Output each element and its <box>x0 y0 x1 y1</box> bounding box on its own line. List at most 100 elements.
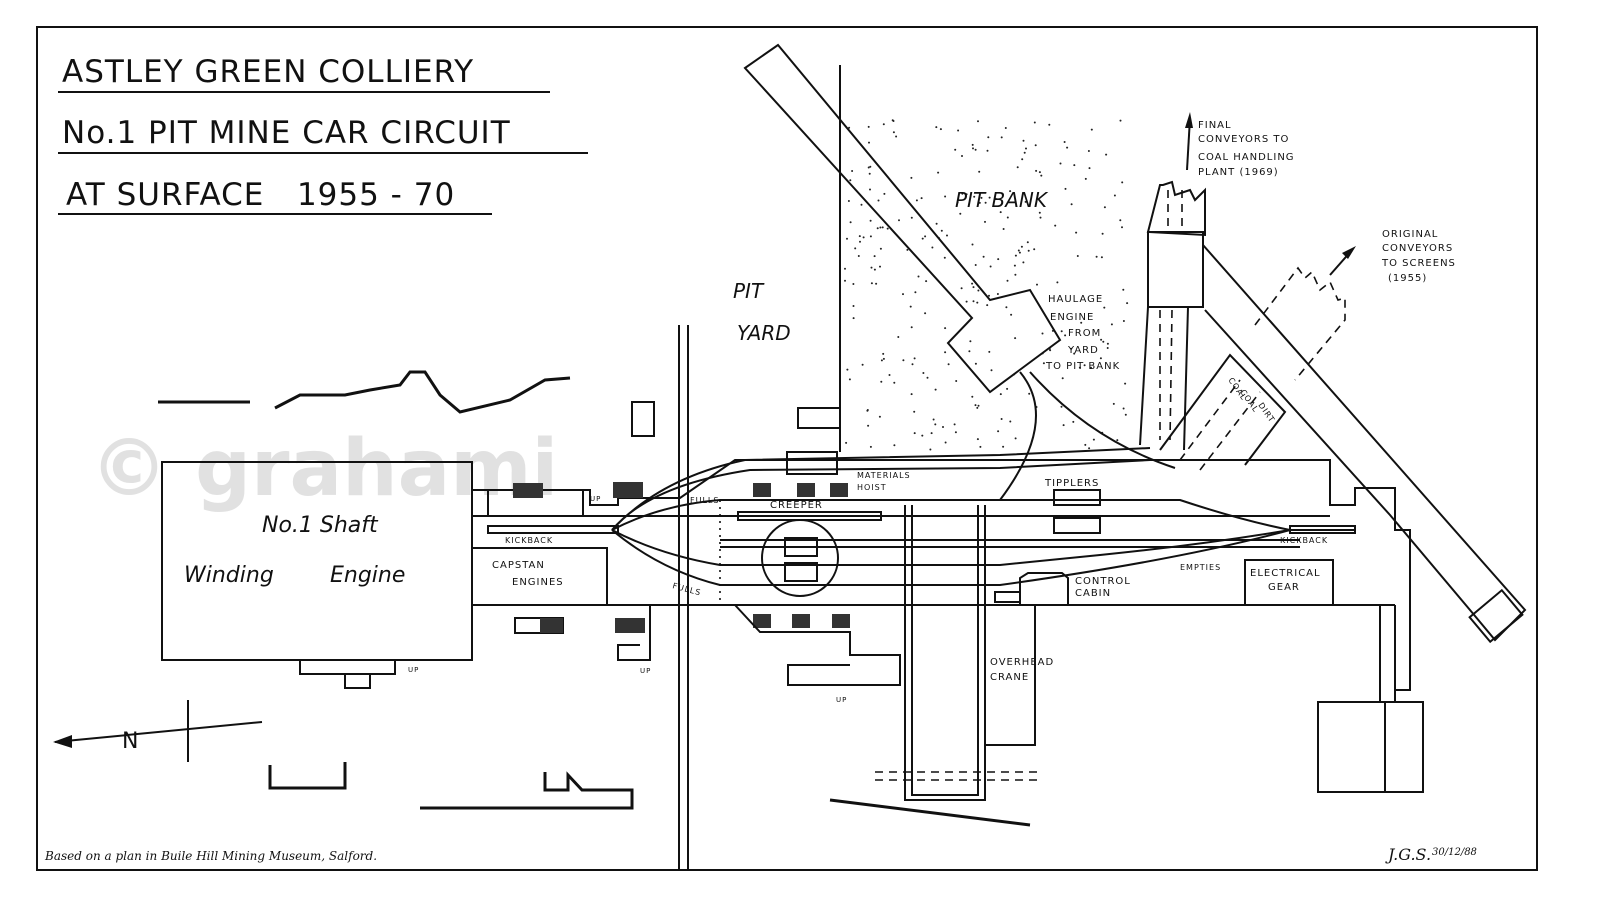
svg-text:KICKBACK: KICKBACK <box>1280 536 1328 545</box>
stipple-dot <box>930 432 933 435</box>
stipple-dot <box>1121 226 1123 229</box>
creeper <box>737 511 882 521</box>
stipple-dot <box>1073 164 1076 167</box>
stipple-dot <box>1064 334 1067 337</box>
svg-text:CABIN: CABIN <box>1075 588 1111 599</box>
stipple-dot <box>921 237 924 240</box>
stipple-dot <box>1061 377 1064 380</box>
svg-text:CRANE: CRANE <box>990 672 1029 683</box>
stipple-dot <box>1014 254 1017 257</box>
stipple-dot <box>999 211 1002 214</box>
svg-text:ELECTRICAL: ELECTRICAL <box>1250 568 1321 579</box>
stipple-dot <box>892 131 895 134</box>
stipple-dot <box>869 235 872 238</box>
stipple-dot <box>910 176 913 179</box>
stipple-dot <box>867 424 870 427</box>
stipple-dot <box>879 247 882 250</box>
stipple-dot <box>1002 445 1005 448</box>
stipple-dot <box>1014 273 1017 276</box>
stipple-dot <box>858 235 861 238</box>
stipple-dot <box>977 404 980 407</box>
stipple-dot <box>924 235 927 238</box>
stipple-dot <box>870 266 873 269</box>
stipple-dot <box>1002 228 1005 230</box>
stipple-dot <box>848 378 851 381</box>
stipple-dot <box>886 227 889 230</box>
overhead-crane: OVERHEAD CRANE <box>875 505 1053 801</box>
stipple-dot <box>1038 171 1041 174</box>
stipple-dot <box>911 363 914 366</box>
stipple-dot <box>1009 420 1012 423</box>
stipple-dot <box>1126 302 1129 305</box>
stipple-dot <box>974 264 977 266</box>
stipple-dot <box>1072 420 1075 423</box>
svg-text:CAPSTAN: CAPSTAN <box>492 560 545 571</box>
stipple-dot <box>873 255 876 258</box>
stipple-dot <box>849 221 852 224</box>
tippler <box>1053 517 1101 534</box>
svg-text:KICKBACK: KICKBACK <box>505 536 553 545</box>
stipple-dot <box>1014 337 1017 340</box>
stipple-dot <box>1014 437 1017 440</box>
stipple-dot <box>1088 167 1091 170</box>
stipple-dot <box>1121 181 1124 184</box>
stipple-dot <box>1028 392 1031 395</box>
stipple-dot <box>972 286 975 289</box>
stipple-dot <box>1076 255 1079 257</box>
stipple-dot <box>974 404 977 407</box>
stipple-dot <box>1048 123 1051 126</box>
stipple-dot <box>1024 200 1027 203</box>
svg-text:YARD: YARD <box>1067 345 1099 356</box>
stipple-dot <box>976 438 979 441</box>
svg-text:EMPTIES: EMPTIES <box>1180 563 1221 572</box>
stipple-dot <box>902 359 905 362</box>
stipple-dot <box>921 434 924 437</box>
stipple-dot <box>888 374 891 376</box>
stipple-dot <box>860 203 863 206</box>
stipple-dot <box>846 237 848 240</box>
stipple-dot <box>1064 187 1067 190</box>
svg-text:FINAL: FINAL <box>1198 120 1232 131</box>
hatched-walls <box>158 370 1031 827</box>
stipple-dot <box>869 445 872 448</box>
stipple-dot <box>988 196 991 199</box>
stipple-dot <box>997 430 1000 433</box>
stipple-dot <box>997 258 1000 261</box>
stipple-dot <box>924 312 927 315</box>
stipple-dot <box>1066 146 1069 149</box>
stipple-dot <box>881 226 884 229</box>
svg-text:FROM: FROM <box>1068 328 1101 339</box>
stipple-dot <box>902 293 904 296</box>
stipple-dot <box>977 120 979 123</box>
stipple-dot <box>968 350 971 353</box>
svg-text:CONTROL: CONTROL <box>1075 576 1131 587</box>
stipple-dot <box>849 179 852 182</box>
svg-text:HAULAGE: HAULAGE <box>1048 294 1103 305</box>
stipple-dot <box>953 423 956 426</box>
stipple-dot <box>1090 366 1092 369</box>
stipple-dot <box>978 201 981 204</box>
stipple-dot <box>1000 136 1003 139</box>
rail-tracks: KICKBACK KICKBACK CREEPER TIPPLERS MATER… <box>487 447 1356 704</box>
stipple-dot <box>1021 158 1024 161</box>
tippler <box>1053 489 1101 506</box>
stipple-dot <box>1006 216 1009 219</box>
stipple-dot <box>1124 413 1127 416</box>
stipple-dot <box>1105 153 1108 156</box>
stipple-dot <box>986 149 989 152</box>
north-label: N <box>122 729 138 754</box>
stipple-dot <box>1027 249 1030 252</box>
svg-text:CONVEYORS TO: CONVEYORS TO <box>1198 134 1289 145</box>
stipple-dot <box>969 340 972 343</box>
stipple-dot <box>977 289 980 292</box>
stipple-dot <box>852 317 855 320</box>
svg-text:TO SCREENS: TO SCREENS <box>1381 258 1456 269</box>
stipple-dot <box>1023 151 1026 154</box>
stipple-dot <box>882 357 885 360</box>
svg-text:(1955): (1955) <box>1388 273 1427 284</box>
stipple-dot <box>870 282 873 285</box>
north-arrow: N <box>53 700 263 762</box>
svg-text:TO PIT BANK: TO PIT BANK <box>1045 361 1120 372</box>
stipple-dot <box>1020 245 1023 248</box>
